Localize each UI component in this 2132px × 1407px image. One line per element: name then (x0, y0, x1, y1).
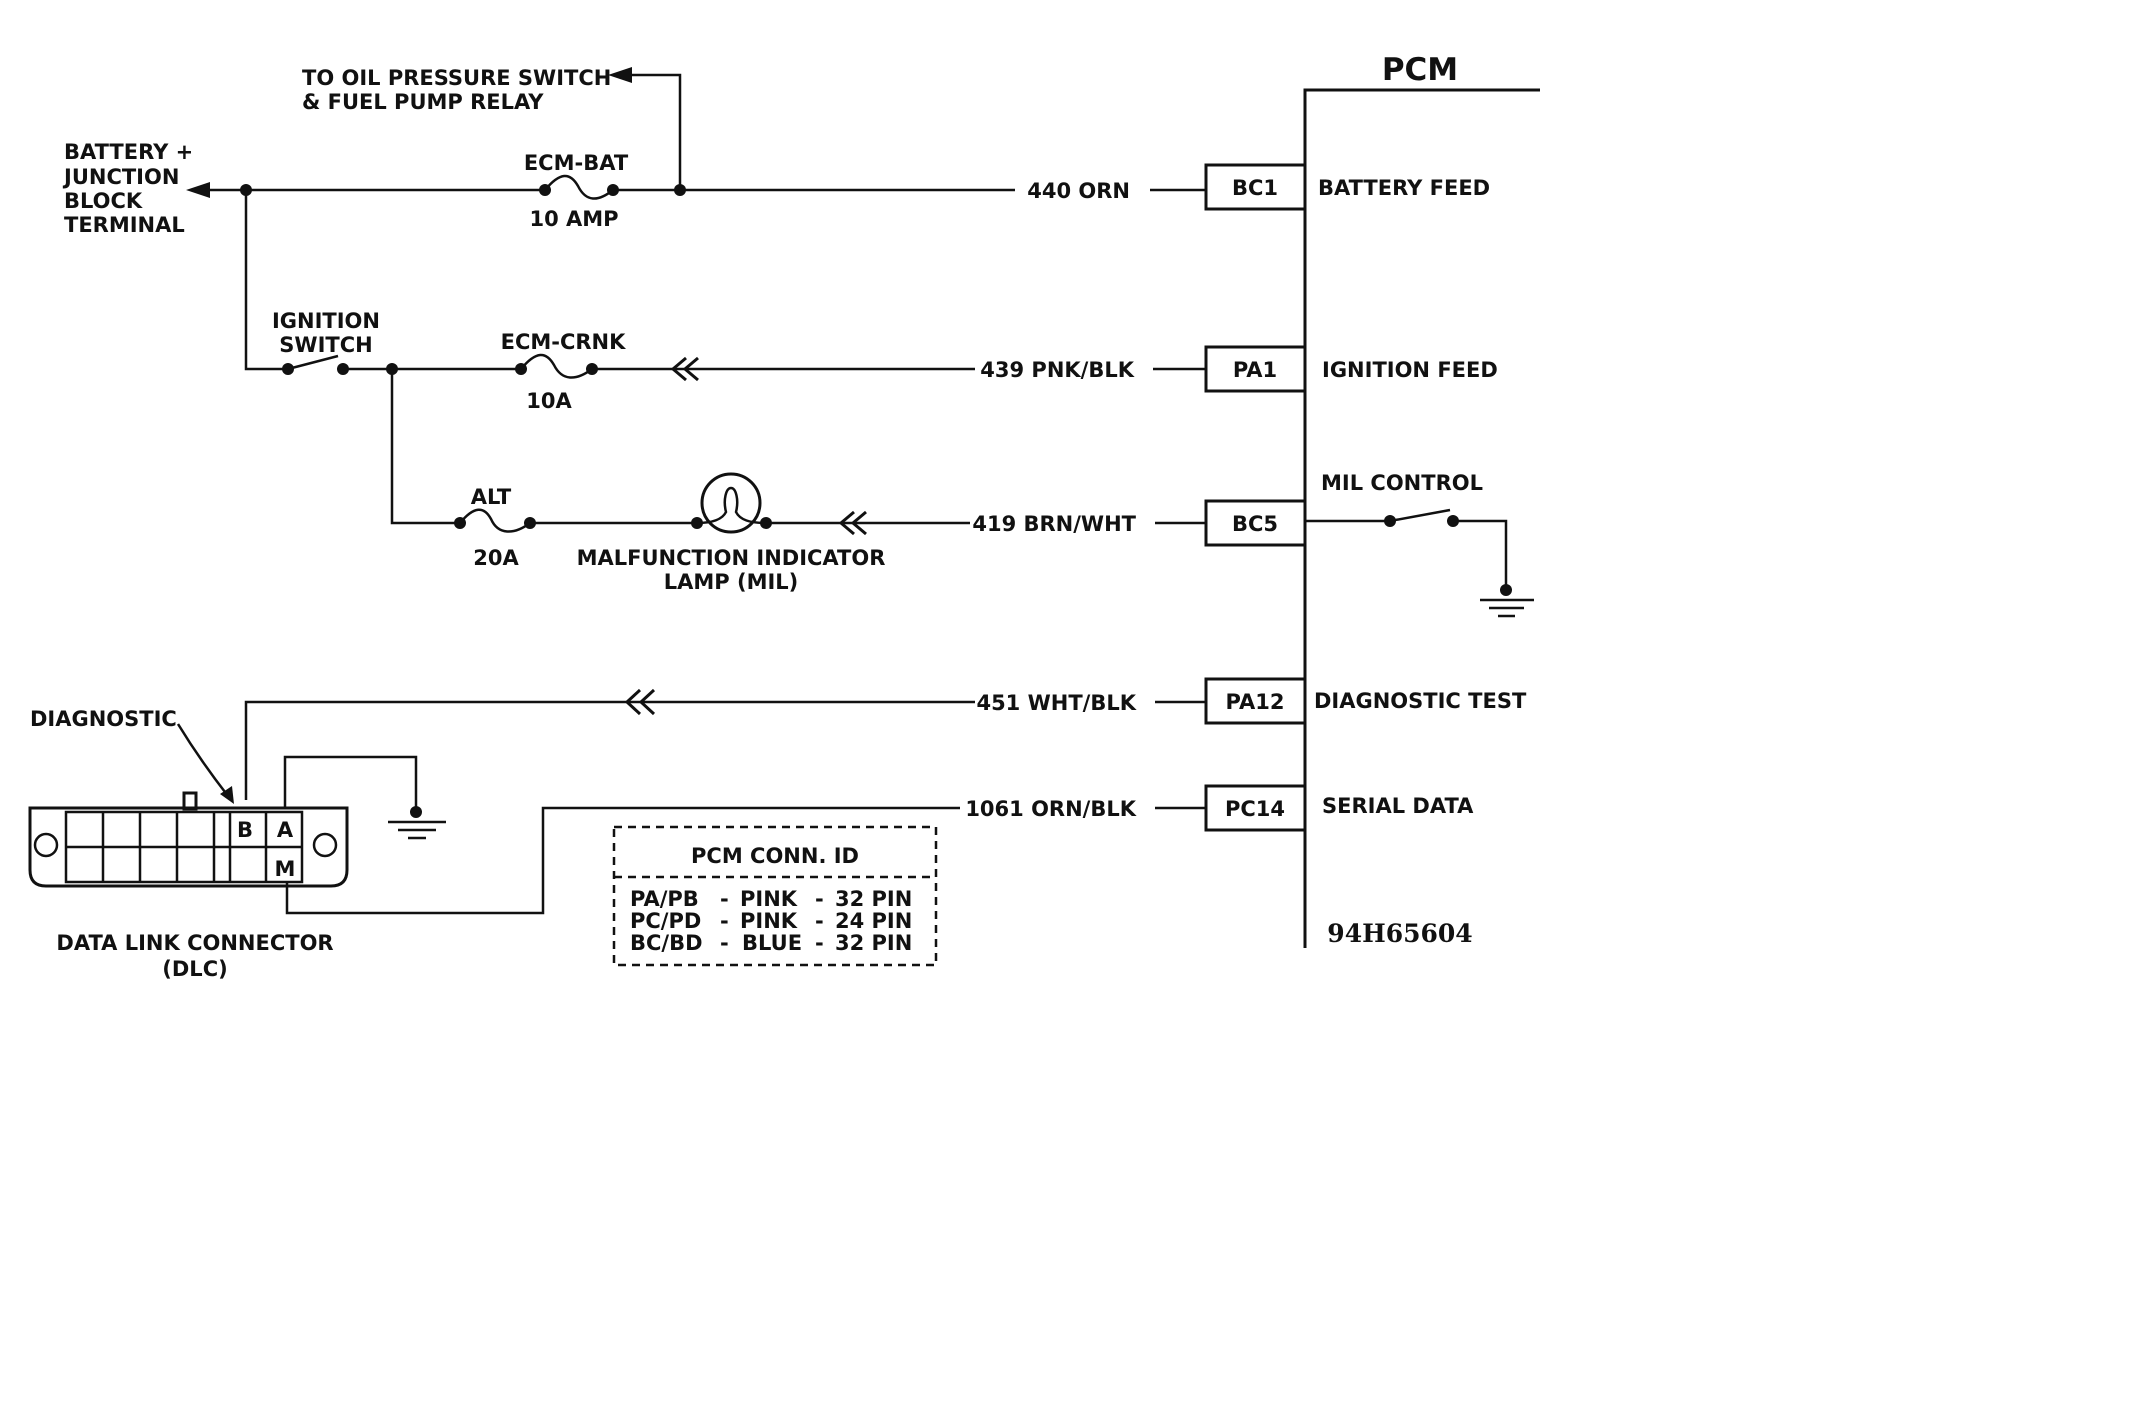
battery-feed-circuit: BATTERY + JUNCTION BLOCK TERMINAL ECM-BA… (62, 66, 1490, 237)
pcm-block: PCM (1303, 52, 1540, 948)
conn-id-row1-pins: 32 PIN (835, 887, 912, 911)
conn-id-row3-conn: BC/BD (630, 931, 703, 955)
pcm-outline (1303, 88, 1540, 948)
pcm-title: PCM (1382, 52, 1458, 88)
dlc-ground-circuit (283, 755, 446, 840)
ground-icon (1480, 598, 1534, 618)
oil-label-line2: & FUEL PUMP RELAY (302, 90, 544, 114)
connector-chevron-icon (624, 688, 656, 716)
conn-id-sep: - (720, 931, 729, 955)
ecm-crnk-fuse-name: ECM-CRNK (501, 330, 627, 354)
circuit-439: 439 PNK/BLK (980, 358, 1134, 382)
ecm-bat-fuse-rating: 10 AMP (529, 207, 618, 231)
battery-arrow-icon (186, 182, 210, 198)
mil-control-switch-icon (1389, 508, 1451, 523)
ground-icon (388, 820, 446, 840)
battery-label-line1: BATTERY + (64, 140, 193, 164)
circuit-419: 419 BRN/WHT (972, 512, 1136, 536)
conn-id-row2-pins: 24 PIN (835, 909, 912, 933)
dlc-name-line2: (DLC) (162, 957, 227, 981)
circuit-440: 440 ORN (1027, 179, 1130, 203)
data-link-connector: DIAGNOSTIC B A M DATA LINK CONNECTOR (DL… (28, 707, 349, 981)
alt-fuse-name: ALT (471, 485, 512, 509)
conn-id-row2-conn: PC/PD (630, 909, 701, 933)
dlc-pin-m: M (275, 857, 296, 881)
dlc-mount-hole-left (33, 832, 59, 858)
function-diagnostic-test: DIAGNOSTIC TEST (1314, 689, 1527, 713)
circuit-451: 451 WHT/BLK (976, 691, 1136, 715)
pin-box-pa12 (1204, 677, 1307, 725)
conn-id-row3-color: BLUE (742, 931, 802, 955)
ignition-switch-icon (287, 354, 339, 371)
conn-id-border (612, 825, 938, 967)
alt-fuse-icon (459, 508, 531, 533)
oil-arrow-icon (608, 67, 632, 83)
dlc-pin-a: A (277, 818, 294, 842)
connector-chevron-icon (838, 510, 867, 536)
mil-label-line1: MALFUNCTION INDICATOR (577, 546, 886, 570)
dlc-mount-hole-right (312, 832, 338, 858)
function-ignition-feed: IGNITION FEED (1322, 358, 1498, 382)
conn-id-row2-color: PINK (740, 909, 798, 933)
pin-box-pc14 (1204, 784, 1307, 832)
pointer-arrow-icon (220, 786, 234, 804)
conn-id-sep: - (815, 887, 824, 911)
battery-label-line3: BLOCK (64, 189, 143, 213)
dlc-housing (28, 806, 349, 888)
pin-pa12: PA12 (1226, 690, 1285, 714)
conn-id-title: PCM CONN. ID (691, 844, 859, 868)
wiring-diagram: PCM BATTERY + JUNCTION BLOCK TERMINAL EC… (28, 52, 1540, 981)
mil-circuit: ALT 20A MALFUNCTION INDICATOR LAMP (MIL)… (390, 369, 1534, 618)
diagnostic-pointer-label: DIAGNOSTIC (30, 707, 177, 731)
pin-pc14: PC14 (1225, 797, 1285, 821)
pin-bc5: BC5 (1232, 512, 1278, 536)
conn-id-row3-pins: 32 PIN (835, 931, 912, 955)
conn-id-sep: - (815, 909, 824, 933)
battery-label-line2: JUNCTION (62, 165, 179, 189)
function-serial-data: SERIAL DATA (1322, 794, 1474, 818)
ecm-bat-fuse-name: ECM-BAT (524, 151, 629, 175)
mil-lamp-icon (700, 472, 762, 534)
dlc-name-line1: DATA LINK CONNECTOR (56, 931, 333, 955)
function-battery-feed: BATTERY FEED (1318, 176, 1490, 200)
function-mil-control: MIL CONTROL (1321, 471, 1483, 495)
ignition-label-line1: IGNITION (272, 309, 380, 333)
serial-data-circuit: 1061 ORN/BLK PC14 SERIAL DATA (285, 784, 1474, 915)
conn-id-sep: - (720, 909, 729, 933)
circuit-1061: 1061 ORN/BLK (965, 797, 1136, 821)
diagnostic-test-circuit: 451 WHT/BLK PA12 DIAGNOSTIC TEST (244, 677, 1527, 800)
pcm-conn-id-table: PCM CONN. ID PA/PB - PINK - 32 PIN PC/PD… (612, 825, 938, 967)
conn-id-sep: - (720, 887, 729, 911)
ecm-crnk-fuse-icon (520, 353, 593, 379)
pin-pa1: PA1 (1233, 358, 1277, 382)
pin-box-pa1 (1204, 345, 1307, 393)
conn-id-row1-conn: PA/PB (630, 887, 699, 911)
pin-box-bc5 (1204, 499, 1307, 547)
battery-label-line4: TERMINAL (64, 213, 185, 237)
conn-id-sep: - (815, 931, 824, 955)
ignition-label-line2: SWITCH (279, 333, 372, 357)
pin-bc1: BC1 (1232, 176, 1278, 200)
oil-label-line1: TO OIL PRESSURE SWITCH (302, 66, 611, 90)
alt-fuse-rating: 20A (473, 546, 519, 570)
connector-chevron-icon (670, 356, 699, 382)
ignition-feed-circuit: IGNITION SWITCH ECM-CRNK 10A 439 PNK/BLK… (244, 190, 1498, 413)
ecm-bat-fuse-icon (544, 174, 614, 200)
conn-id-row1-color: PINK (740, 887, 798, 911)
figure-id: 94H65604 (1327, 919, 1472, 948)
pin-box-bc1 (1204, 163, 1307, 211)
dlc-pin-b: B (237, 818, 253, 842)
mil-label-line2: LAMP (MIL) (664, 570, 799, 594)
ecm-crnk-fuse-rating: 10A (526, 389, 572, 413)
